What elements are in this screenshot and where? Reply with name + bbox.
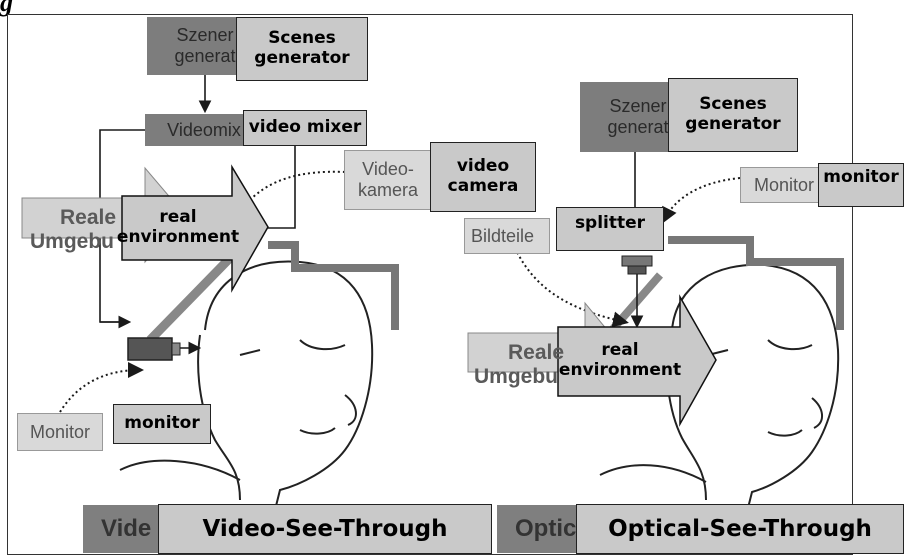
right-splitter-en-text: splitter	[574, 213, 646, 233]
left-hmd-bar	[268, 241, 399, 330]
left-video-camera-de-line2: kamera	[357, 180, 419, 200]
right-hmd-strut	[608, 272, 664, 333]
left-monitor-en: monitor	[113, 404, 211, 444]
left-mode-en-text: Video-See-Through	[202, 515, 448, 542]
left-scenes-generator-de-line2: generat	[174, 46, 236, 66]
right-mode-en: Optical-See-Through	[576, 504, 904, 554]
right-splitter-device	[621, 255, 653, 267]
right-monitor-de: Monitor	[740, 167, 828, 203]
left-mode-de-text: Vide	[101, 515, 152, 542]
left-video-mixer-de-text: Videomix	[167, 119, 241, 140]
right-scenes-generator-en-text: Scenes generator	[685, 94, 781, 134]
left-head-illustration	[119, 260, 374, 531]
right-real-env-en-text: real environment	[558, 340, 682, 380]
right-monitor-en: monitor	[818, 163, 904, 207]
left-video-camera-de: Video- kamera	[344, 150, 432, 210]
left-scenes-generator-en: Scenes generator	[236, 17, 368, 81]
right-real-env-de-line1: Reale	[508, 340, 565, 364]
left-monitor-de: Monitor	[17, 413, 103, 451]
left-real-env-en: real environment	[117, 198, 239, 258]
right-scenes-generator-en: Scenes generator	[668, 78, 798, 152]
right-mode-de-text: Optic	[515, 515, 577, 542]
left-hmd-strut	[146, 254, 234, 344]
left-monitor-en-text: monitor	[124, 413, 200, 434]
left-scenes-generator-de-line1: Szener	[176, 25, 234, 46]
right-scenes-generator-de-line2: generat	[607, 117, 669, 137]
left-video-camera-de-line1: Video-	[362, 159, 414, 180]
left-real-env-de-line2: Umgebu	[30, 230, 114, 253]
right-real-env-de: Reale Umgebu	[470, 335, 578, 395]
right-real-env-de-line2: Umgebu	[474, 365, 558, 388]
left-mode-en: Video-See-Through	[158, 504, 492, 554]
right-real-env-en: real environment	[558, 330, 682, 392]
right-splitter-de-text: Bildteile	[471, 225, 535, 246]
right-hmd-bar	[668, 236, 844, 330]
right-mode-en-text: Optical-See-Through	[608, 515, 872, 542]
left-scenes-generator-en-text: Scenes generator	[254, 28, 350, 68]
left-real-env-arrow	[121, 164, 269, 293]
left-monitor-de-text: Monitor	[29, 421, 91, 442]
left-real-env-de: Reale Umgebu	[22, 200, 132, 260]
right-scenes-generator-de-line1: Szener	[609, 96, 667, 117]
right-real-env-arrow	[557, 294, 717, 427]
right-splitter-en: splitter	[556, 207, 664, 251]
left-real-env-de-line1: Reale	[60, 205, 117, 229]
right-splitter-de: Bildteile	[464, 218, 550, 254]
right-monitor-de-text: Monitor	[753, 174, 815, 195]
left-video-mixer-en: video mixer	[243, 110, 367, 146]
caption-fragment: g	[0, 0, 13, 17]
right-monitor-en-text: monitor	[823, 167, 899, 187]
left-video-camera-en: video camera	[430, 142, 536, 212]
left-camera-body	[127, 337, 173, 361]
left-real-env-en-text: real environment	[116, 207, 240, 247]
left-video-camera-en-text: video camera	[447, 156, 519, 196]
left-video-mixer-en-text: video mixer	[248, 117, 362, 138]
